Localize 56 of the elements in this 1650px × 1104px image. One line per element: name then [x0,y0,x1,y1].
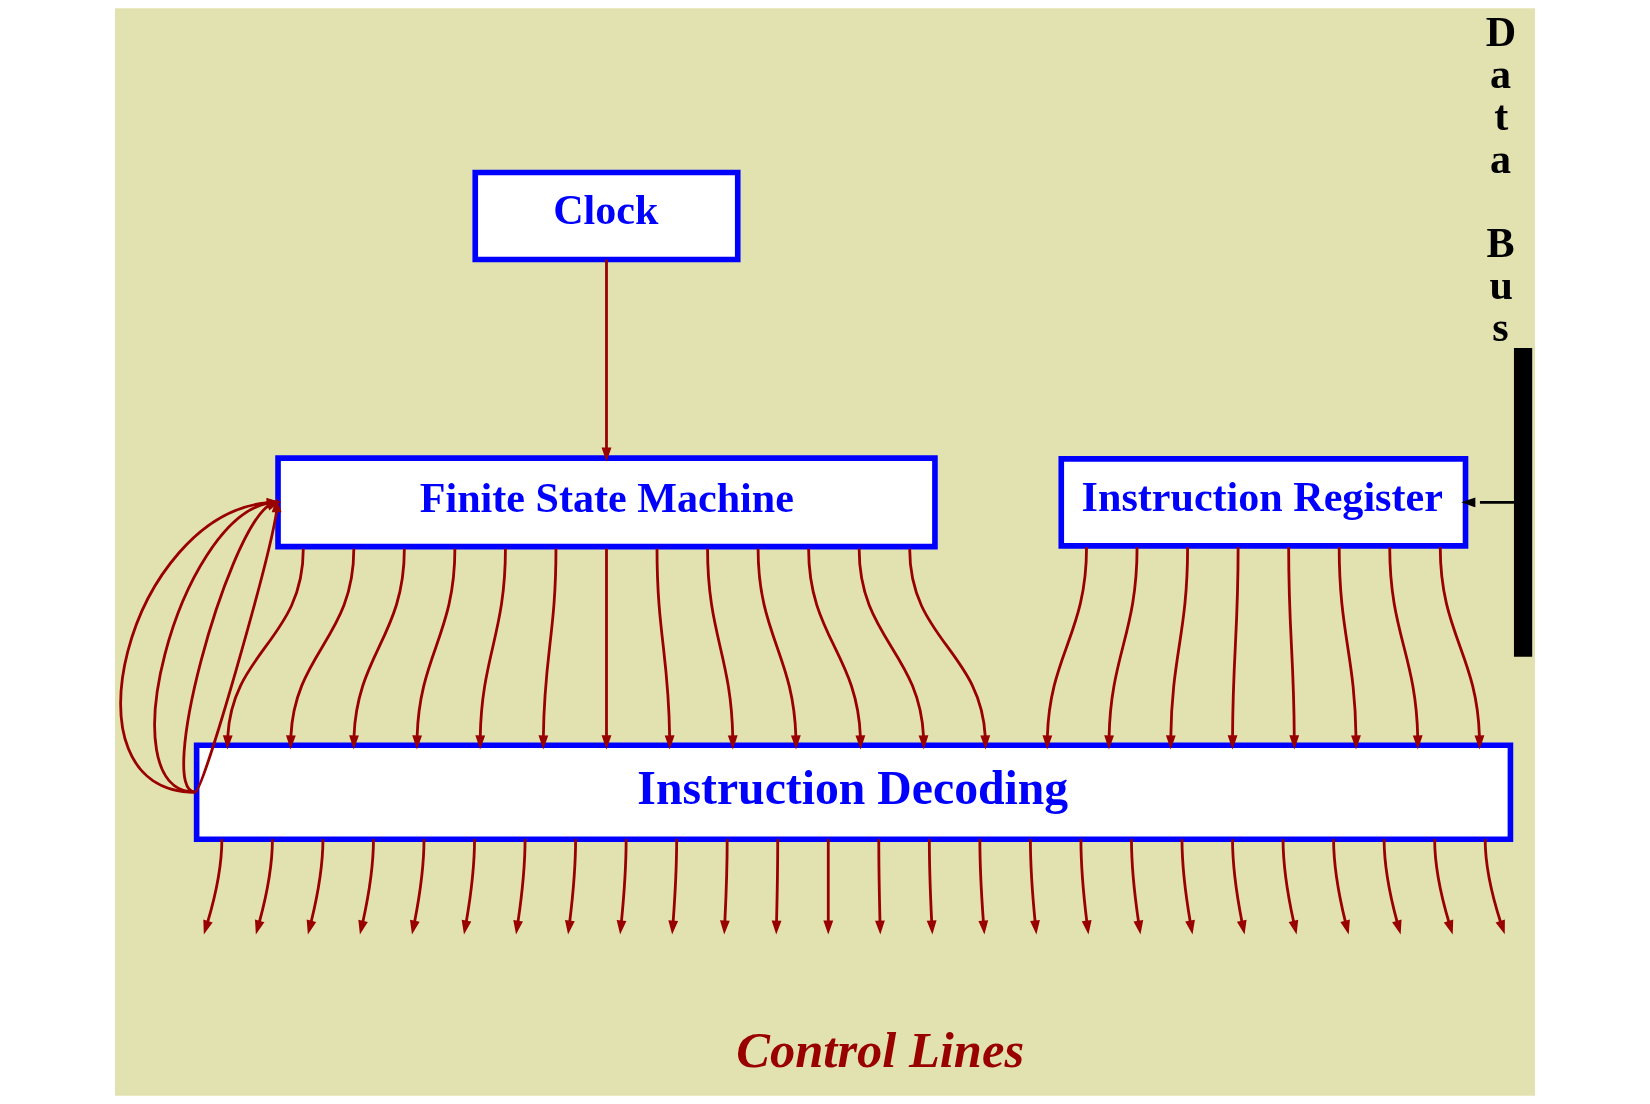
node-box: Finite State Machine [275,455,938,550]
arrow [222,548,305,750]
arrow [1337,547,1361,750]
arrow [1281,839,1299,935]
arrow [358,839,375,935]
arrow [1433,839,1454,935]
arrow [1388,547,1423,750]
arrow [908,548,991,750]
arrow [807,548,866,750]
arrow [616,839,628,935]
arrow [601,548,612,750]
arrow [926,839,937,935]
arrow [1130,839,1144,935]
arrow [823,839,834,935]
arrow [706,548,738,750]
arrow [1438,547,1485,750]
arrow [412,548,457,750]
arrow [409,839,426,935]
node-box: Clock [472,169,741,263]
arrow [475,548,507,750]
arrow [1042,547,1088,750]
node-label: Data Bus [1485,8,1517,350]
arrow [1165,547,1189,750]
node-box [1513,347,1533,657]
arrow [655,548,675,750]
arrow [978,839,989,935]
arrow [1287,547,1300,750]
arrow [1079,839,1092,935]
arrow [1180,839,1195,935]
node-box: Instruction Register [1058,456,1469,549]
arrow [254,839,274,935]
arrow [1332,839,1350,935]
arrow [1231,839,1247,935]
node-box: Instruction Decoding [193,742,1514,843]
arrow [1029,839,1040,935]
arrow [668,839,679,935]
arrow [285,548,356,750]
arrow [1483,839,1505,935]
arrow [771,839,782,935]
arrow [538,548,558,750]
label: Control Lines [736,1022,1025,1079]
arrow [756,548,801,750]
arrow [564,839,577,935]
arrow [601,259,612,462]
arrow [720,839,730,935]
arrow [857,548,929,750]
arrow [1227,547,1240,750]
arrow [306,839,325,935]
arrow [203,839,224,935]
arrow [513,839,527,935]
arrow [349,548,406,750]
arrow [1104,547,1139,750]
arrow [1461,497,1517,508]
arrow [1382,839,1402,935]
arrow [461,839,476,935]
arrow [875,839,885,935]
